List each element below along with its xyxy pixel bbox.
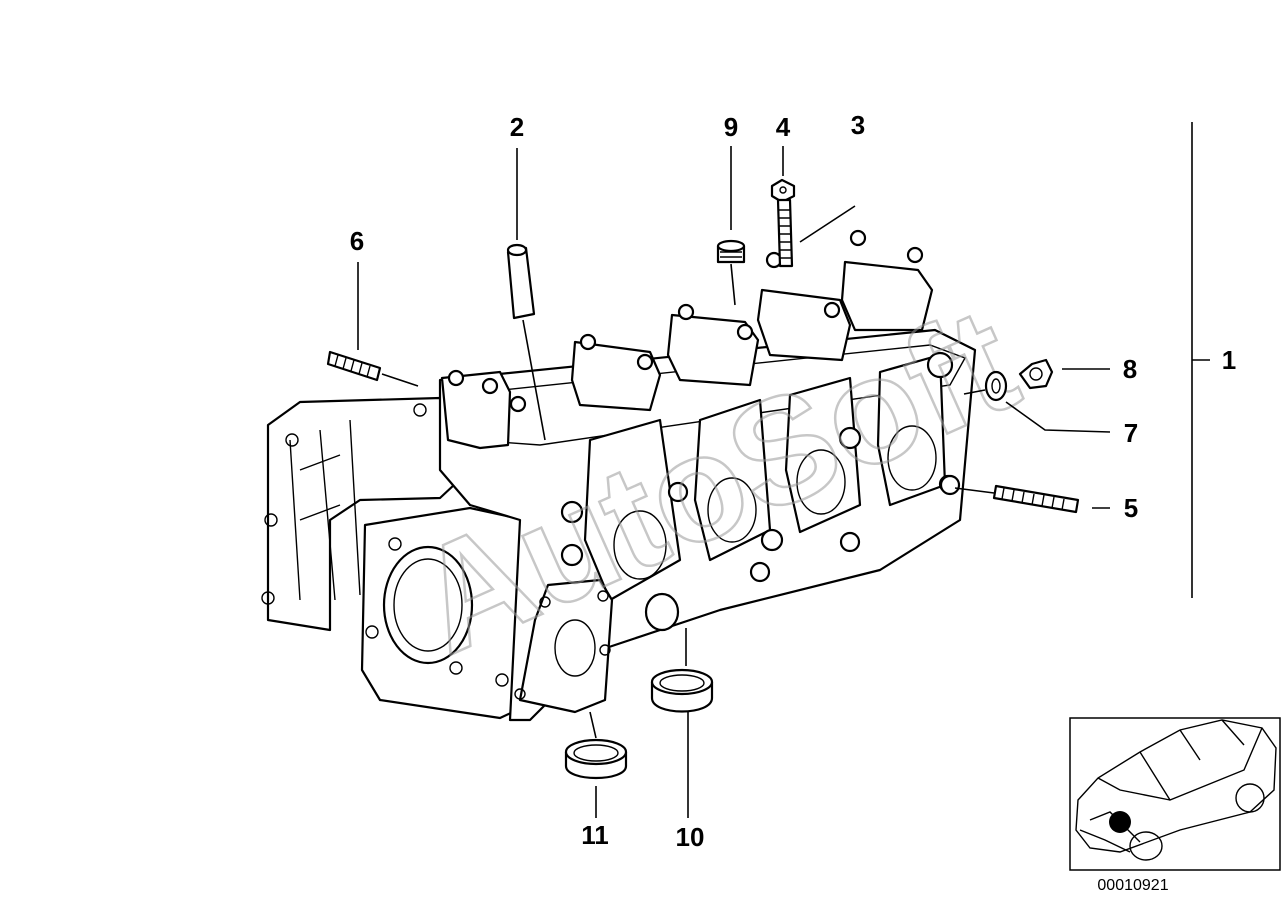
part-6-stud — [326, 350, 382, 382]
location-marker-icon — [1109, 811, 1131, 833]
reference-number: 00010921 — [1097, 877, 1168, 894]
callout-2: 2 — [510, 112, 524, 142]
part-5-stud — [992, 484, 1080, 514]
callout-3: 3 — [851, 110, 865, 140]
part-4-nut — [770, 178, 796, 204]
car-outline-icon — [1075, 719, 1277, 861]
callouts: 2 9 4 3 6 8 1 7 5 10 11 — [350, 110, 1236, 852]
part-9-stem-seal — [716, 239, 746, 264]
part-3-stud — [776, 198, 794, 268]
callout-10: 10 — [676, 822, 705, 852]
callout-7: 7 — [1124, 418, 1138, 448]
part-2-guide-sleeve — [506, 243, 536, 320]
callout-9: 9 — [724, 112, 738, 142]
part-10-sealing-ring — [650, 668, 714, 713]
part-8-screw-plug — [1018, 358, 1054, 390]
callout-5: 5 — [1124, 493, 1138, 523]
part-7-seal-ring — [984, 370, 1008, 402]
part-11-sealing-ring — [564, 738, 628, 780]
callout-6: 6 — [350, 226, 364, 256]
cylinder-head — [261, 229, 977, 722]
leader-lines — [357, 122, 1210, 818]
callout-1: 1 — [1222, 345, 1236, 375]
callout-8: 8 — [1123, 354, 1137, 384]
callout-4: 4 — [776, 112, 791, 142]
callout-11: 11 — [581, 820, 609, 850]
vehicle-locator-inset — [1069, 717, 1281, 871]
